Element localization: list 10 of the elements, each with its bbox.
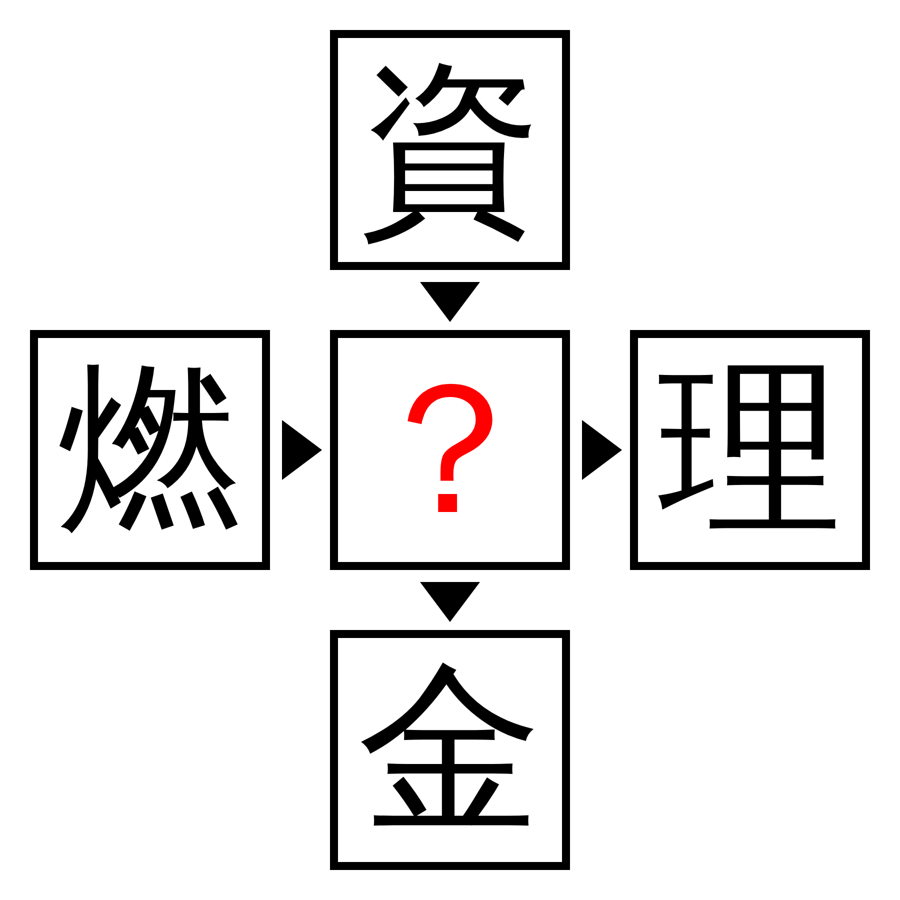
kanji-character: 燃 [58, 358, 242, 542]
kanji-character: 理 [658, 358, 842, 542]
square-box [330, 30, 570, 270]
square-box [630, 330, 870, 570]
kanji-character: 資 [358, 58, 542, 242]
square-box [30, 330, 270, 570]
kanji-character: 金 [358, 658, 542, 842]
question-mark: ？ [358, 358, 542, 542]
square-box [330, 630, 570, 870]
square-box [330, 330, 570, 570]
